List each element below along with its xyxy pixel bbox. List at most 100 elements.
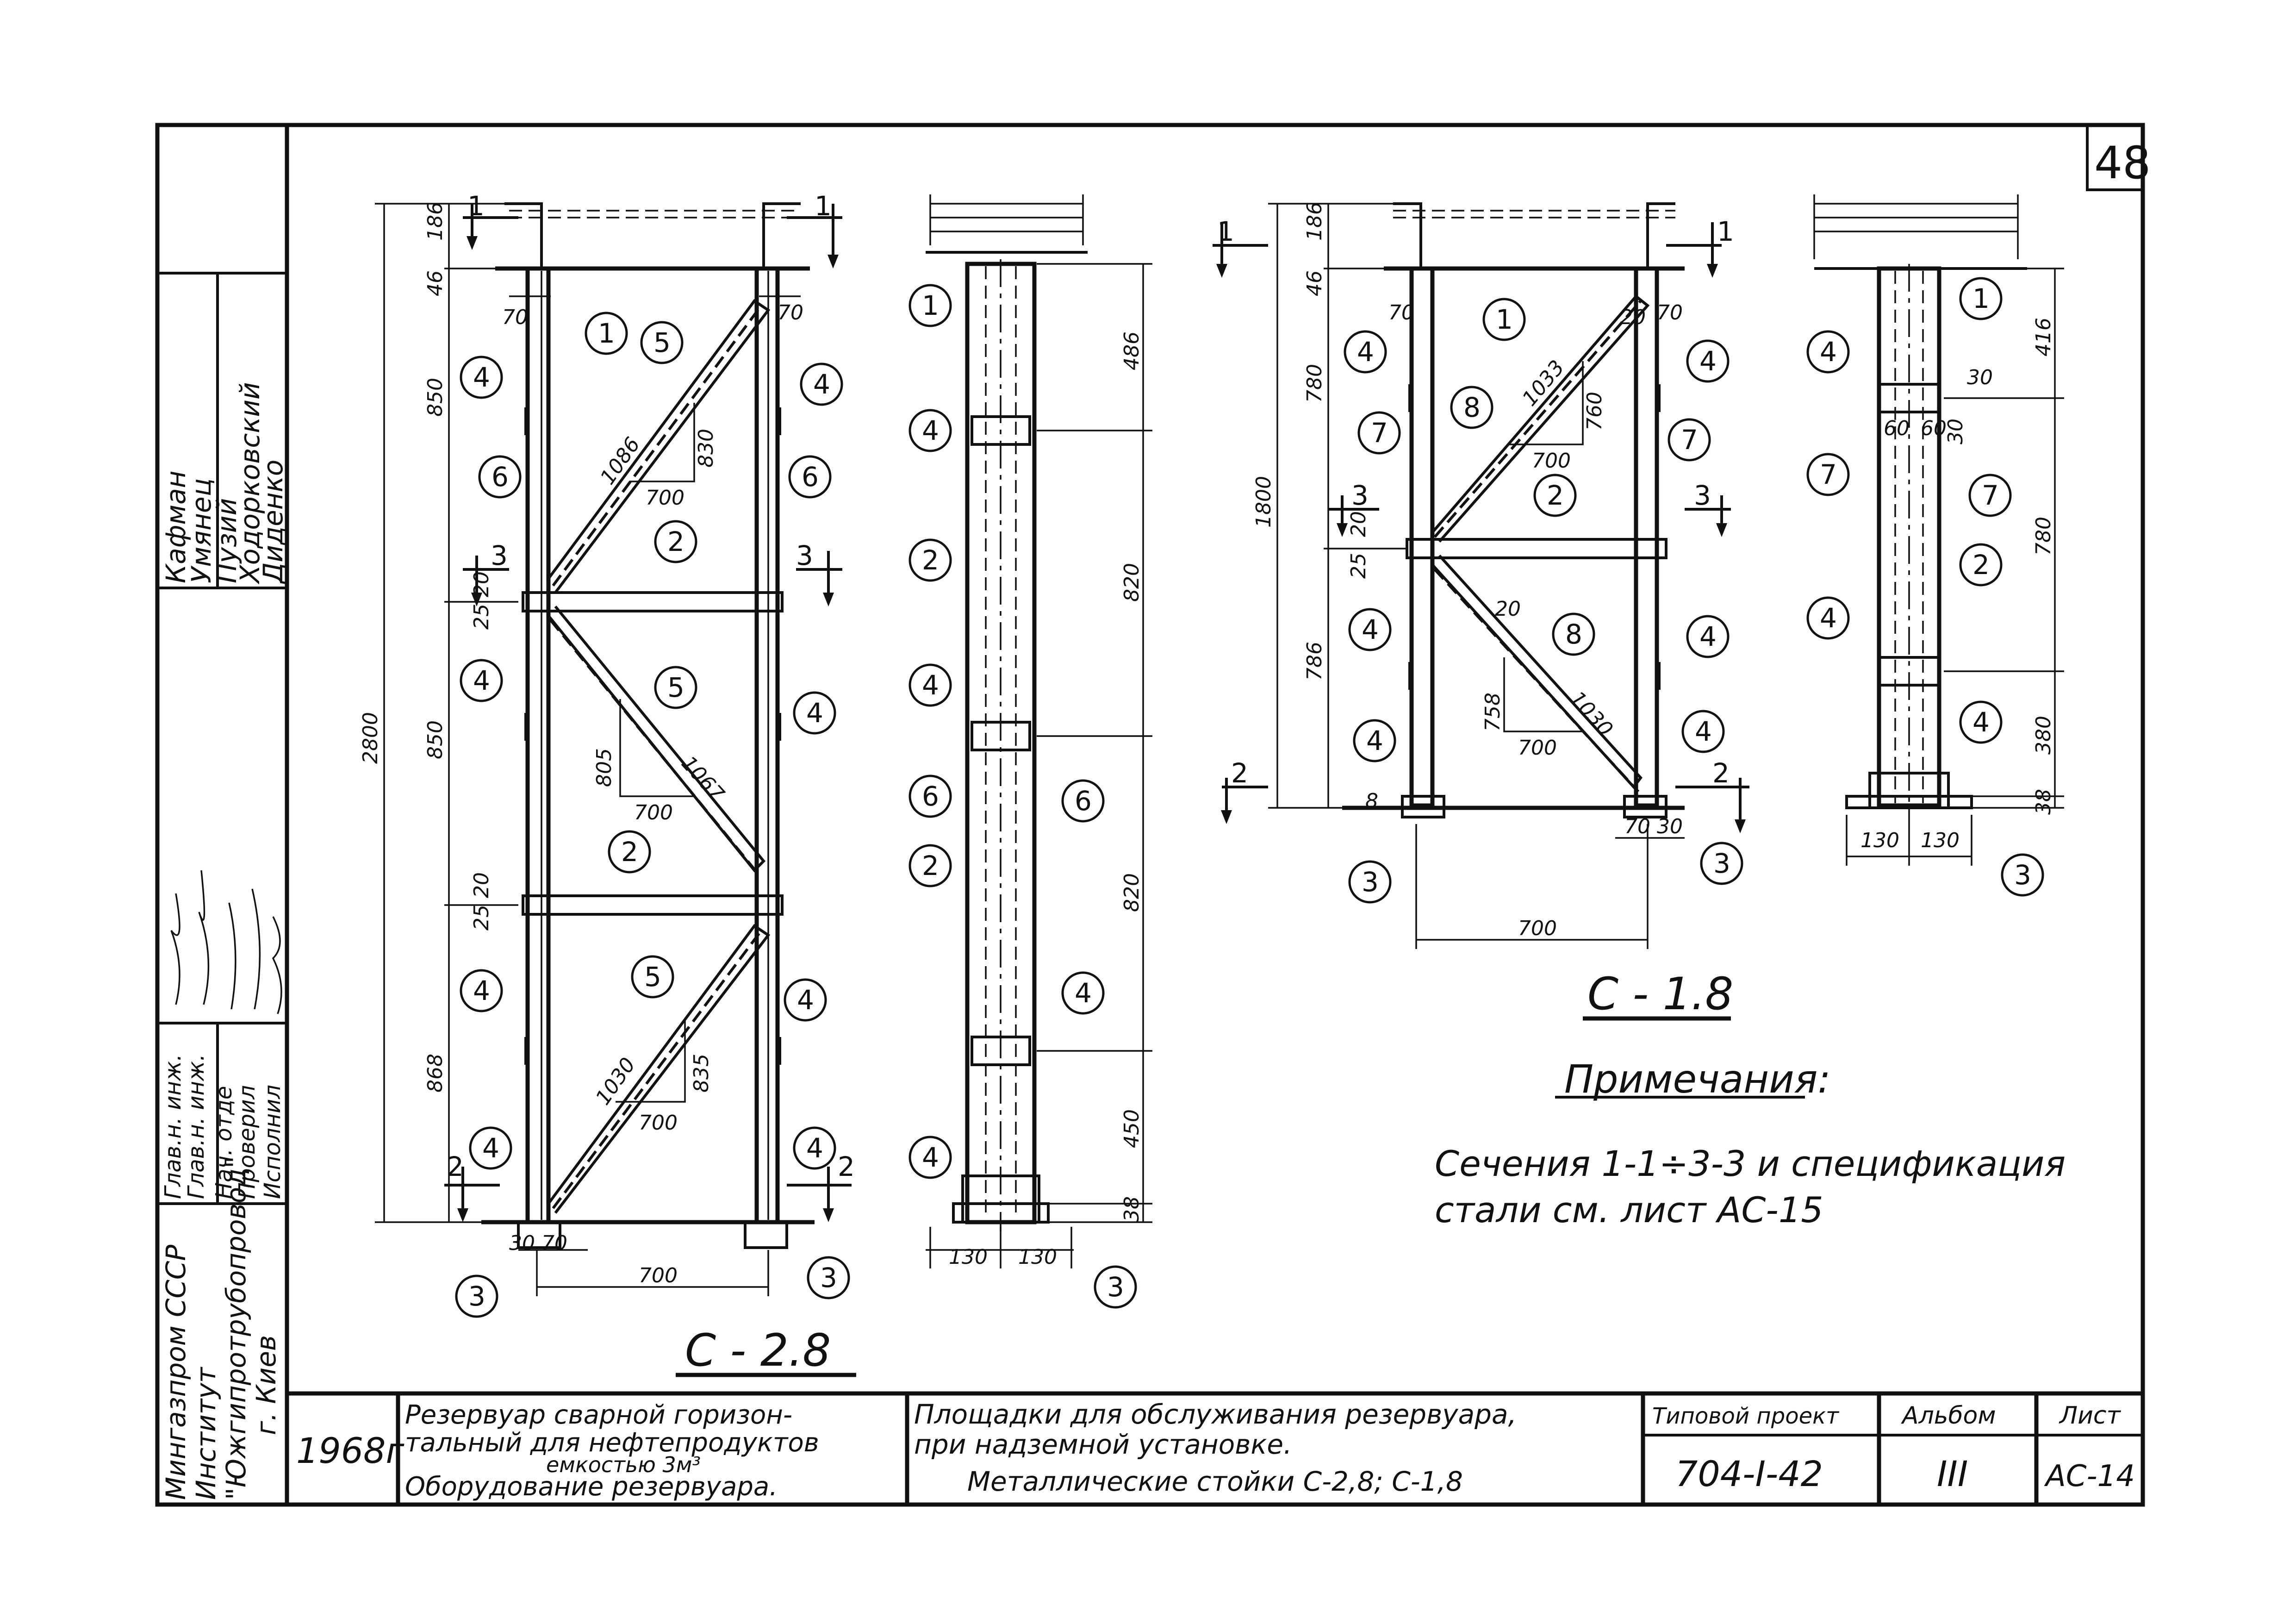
- c18s-dim-a: 416: [2032, 318, 2055, 356]
- tag-7: 7: [1820, 459, 1837, 490]
- section-2: 2: [838, 1151, 855, 1182]
- tb-year: 1968г: [296, 1430, 404, 1471]
- tb-object-l2: тальный для нефтепродуктов: [405, 1428, 819, 1458]
- tag-4: 4: [1695, 716, 1712, 747]
- tag-1: 1: [598, 318, 615, 349]
- org-ministry: Мингазпром СССР: [160, 1245, 192, 1500]
- c18-dim-d2v: 758: [1481, 693, 1505, 731]
- sheet-frame: [155, 123, 2145, 1507]
- c28-dim-d2: 1067: [677, 751, 729, 806]
- c28-dim-d2v: 805: [592, 748, 616, 787]
- notes: Примечания: Сечения 1-1÷3-3 и спецификац…: [1435, 1056, 2066, 1230]
- tag-6: 6: [492, 461, 509, 493]
- c18s-dim-w1: 130: [1860, 829, 1899, 852]
- role-4: Проверил: [234, 1085, 260, 1199]
- tag-6: 6: [802, 461, 819, 493]
- title-block: [287, 1391, 2143, 1505]
- section-2: 2: [447, 1151, 464, 1182]
- c28-dim-l70: 70: [502, 306, 528, 329]
- tag-4: 4: [1699, 345, 1717, 377]
- c18-dim-h700b: 700: [1518, 736, 1557, 760]
- section-1: 1: [467, 190, 485, 222]
- c18-dim-b70: 70: [1624, 815, 1650, 838]
- c18-dim-r70: 70: [1657, 301, 1683, 325]
- c28-dim-h700c: 700: [639, 1111, 678, 1135]
- c28-dim-d1: 1086: [596, 433, 645, 489]
- c18-dim-h700a: 700: [1532, 449, 1571, 473]
- c18-dim-top: 186: [1303, 202, 1326, 241]
- c18-dim-d1v: 760: [1583, 392, 1606, 431]
- c28s-dim-a: 486: [1120, 331, 1144, 370]
- name-didenko: Диденко: [257, 460, 289, 585]
- c28-dim-h2: 850: [423, 720, 447, 759]
- tag-4: 4: [473, 665, 490, 696]
- c28-dim-w700: 700: [639, 1264, 678, 1287]
- name-umyanets: Умянец: [186, 478, 217, 583]
- c18s-dim-s30a: 30: [1967, 366, 1993, 389]
- tag-2: 2: [922, 544, 939, 576]
- c18s-dim-s30b: 30: [1944, 418, 1967, 444]
- role-5: Исполнил: [260, 1085, 286, 1199]
- c28s-dim-e: 38: [1120, 1196, 1144, 1222]
- tag-6: 6: [1075, 785, 1092, 817]
- c18-dim-46: 46: [1303, 270, 1326, 296]
- c28s-dim-d: 450: [1120, 1109, 1144, 1148]
- c18-dim-b8: 8: [1365, 789, 1378, 813]
- tag-2: 2: [667, 526, 684, 557]
- tag-3: 3: [1713, 848, 1730, 879]
- org-name: "Южгипротрубопровод": [220, 1156, 252, 1500]
- c18-title: С - 1.8: [1587, 968, 1733, 1020]
- name-khodorkovsky: Ходорковский: [234, 382, 266, 585]
- tag-2: 2: [621, 836, 638, 868]
- tag-1: 1: [922, 290, 939, 321]
- tag-4: 4: [922, 1142, 939, 1173]
- tb-album-value: III: [1937, 1453, 1968, 1494]
- tb-object-l3: емкостью 3м³: [546, 1452, 701, 1477]
- c18s-dim-b: 780: [2032, 517, 2055, 556]
- tag-4: 4: [1362, 614, 1379, 645]
- tag-4: 4: [482, 1132, 499, 1164]
- tb-object-l4: Оборудование резервуара.: [405, 1472, 778, 1502]
- c28-side-view: [926, 194, 1152, 1268]
- c18-dimension-labels: 1800 186 46 780 786 70 70 1033 760 700 2…: [1252, 202, 1683, 940]
- c28-dim-b30: 30: [509, 1231, 535, 1255]
- tb-subject-l3: Металлические стойки С-2,8; С-1,8: [967, 1466, 1463, 1497]
- c18s-dim-c: 380: [2032, 716, 2055, 755]
- c18-dim-r20b: 20: [1495, 597, 1521, 621]
- tag-1: 1: [1972, 283, 1990, 314]
- tag-4: 4: [473, 975, 490, 1006]
- c28-dim-g20a: 20: [470, 571, 493, 597]
- c28-dim-g20b: 20: [470, 872, 493, 898]
- section-markers: 1 1 3 3 2 2 1 1 3 3 2 2: [447, 190, 1734, 1182]
- section-3: 3: [491, 540, 508, 571]
- tag-7: 7: [1982, 480, 1999, 511]
- c28-dim-h700b: 700: [634, 801, 673, 824]
- section-1: 1: [815, 190, 832, 222]
- c28-dim-h700a: 700: [646, 486, 684, 510]
- tag-4: 4: [1357, 336, 1374, 368]
- tag-1: 1: [1496, 304, 1513, 335]
- role-3: Нач. отде: [211, 1086, 237, 1199]
- c28s-dim-w2: 130: [1018, 1245, 1057, 1269]
- tag-8: 8: [1463, 392, 1481, 423]
- tag-7: 7: [1681, 424, 1698, 456]
- tag-4: 4: [797, 984, 814, 1016]
- c18-dim-l70: 70: [1388, 301, 1414, 325]
- tb-sheet-label: Лист: [2059, 1402, 2121, 1430]
- c18-dim-w700: 700: [1518, 917, 1557, 940]
- c28-title: С - 2.8: [685, 1324, 831, 1376]
- notes-line-1: Сечения 1-1÷3-3 и спецификация: [1435, 1143, 2066, 1184]
- c28-dim-d1v: 830: [694, 429, 718, 468]
- section-2: 2: [1231, 757, 1248, 789]
- c28s-dim-b: 820: [1120, 563, 1144, 602]
- position-tags: 1 5 4 4 6 6 2 4 5 4 2 5 4 4 4 4 3 3 1 4 …: [455, 277, 2044, 1318]
- left-column-org: Мингазпром СССР Институт "Южгипротрубопр…: [160, 1156, 282, 1500]
- c18-side-dimension-labels: 416 780 380 38 130 130 30 30 60 60: [1860, 318, 2055, 852]
- tag-6: 6: [922, 781, 939, 812]
- c18-dim-h1: 780: [1303, 364, 1326, 403]
- tb-project-label: Типовой проект: [1652, 1403, 1840, 1429]
- c28-front-view: [375, 202, 856, 1377]
- c18-dim-total: 1800: [1252, 476, 1276, 528]
- left-column-roles: Глав.н. инж. Глав.н. инж. Нач. отде Пров…: [160, 1054, 286, 1199]
